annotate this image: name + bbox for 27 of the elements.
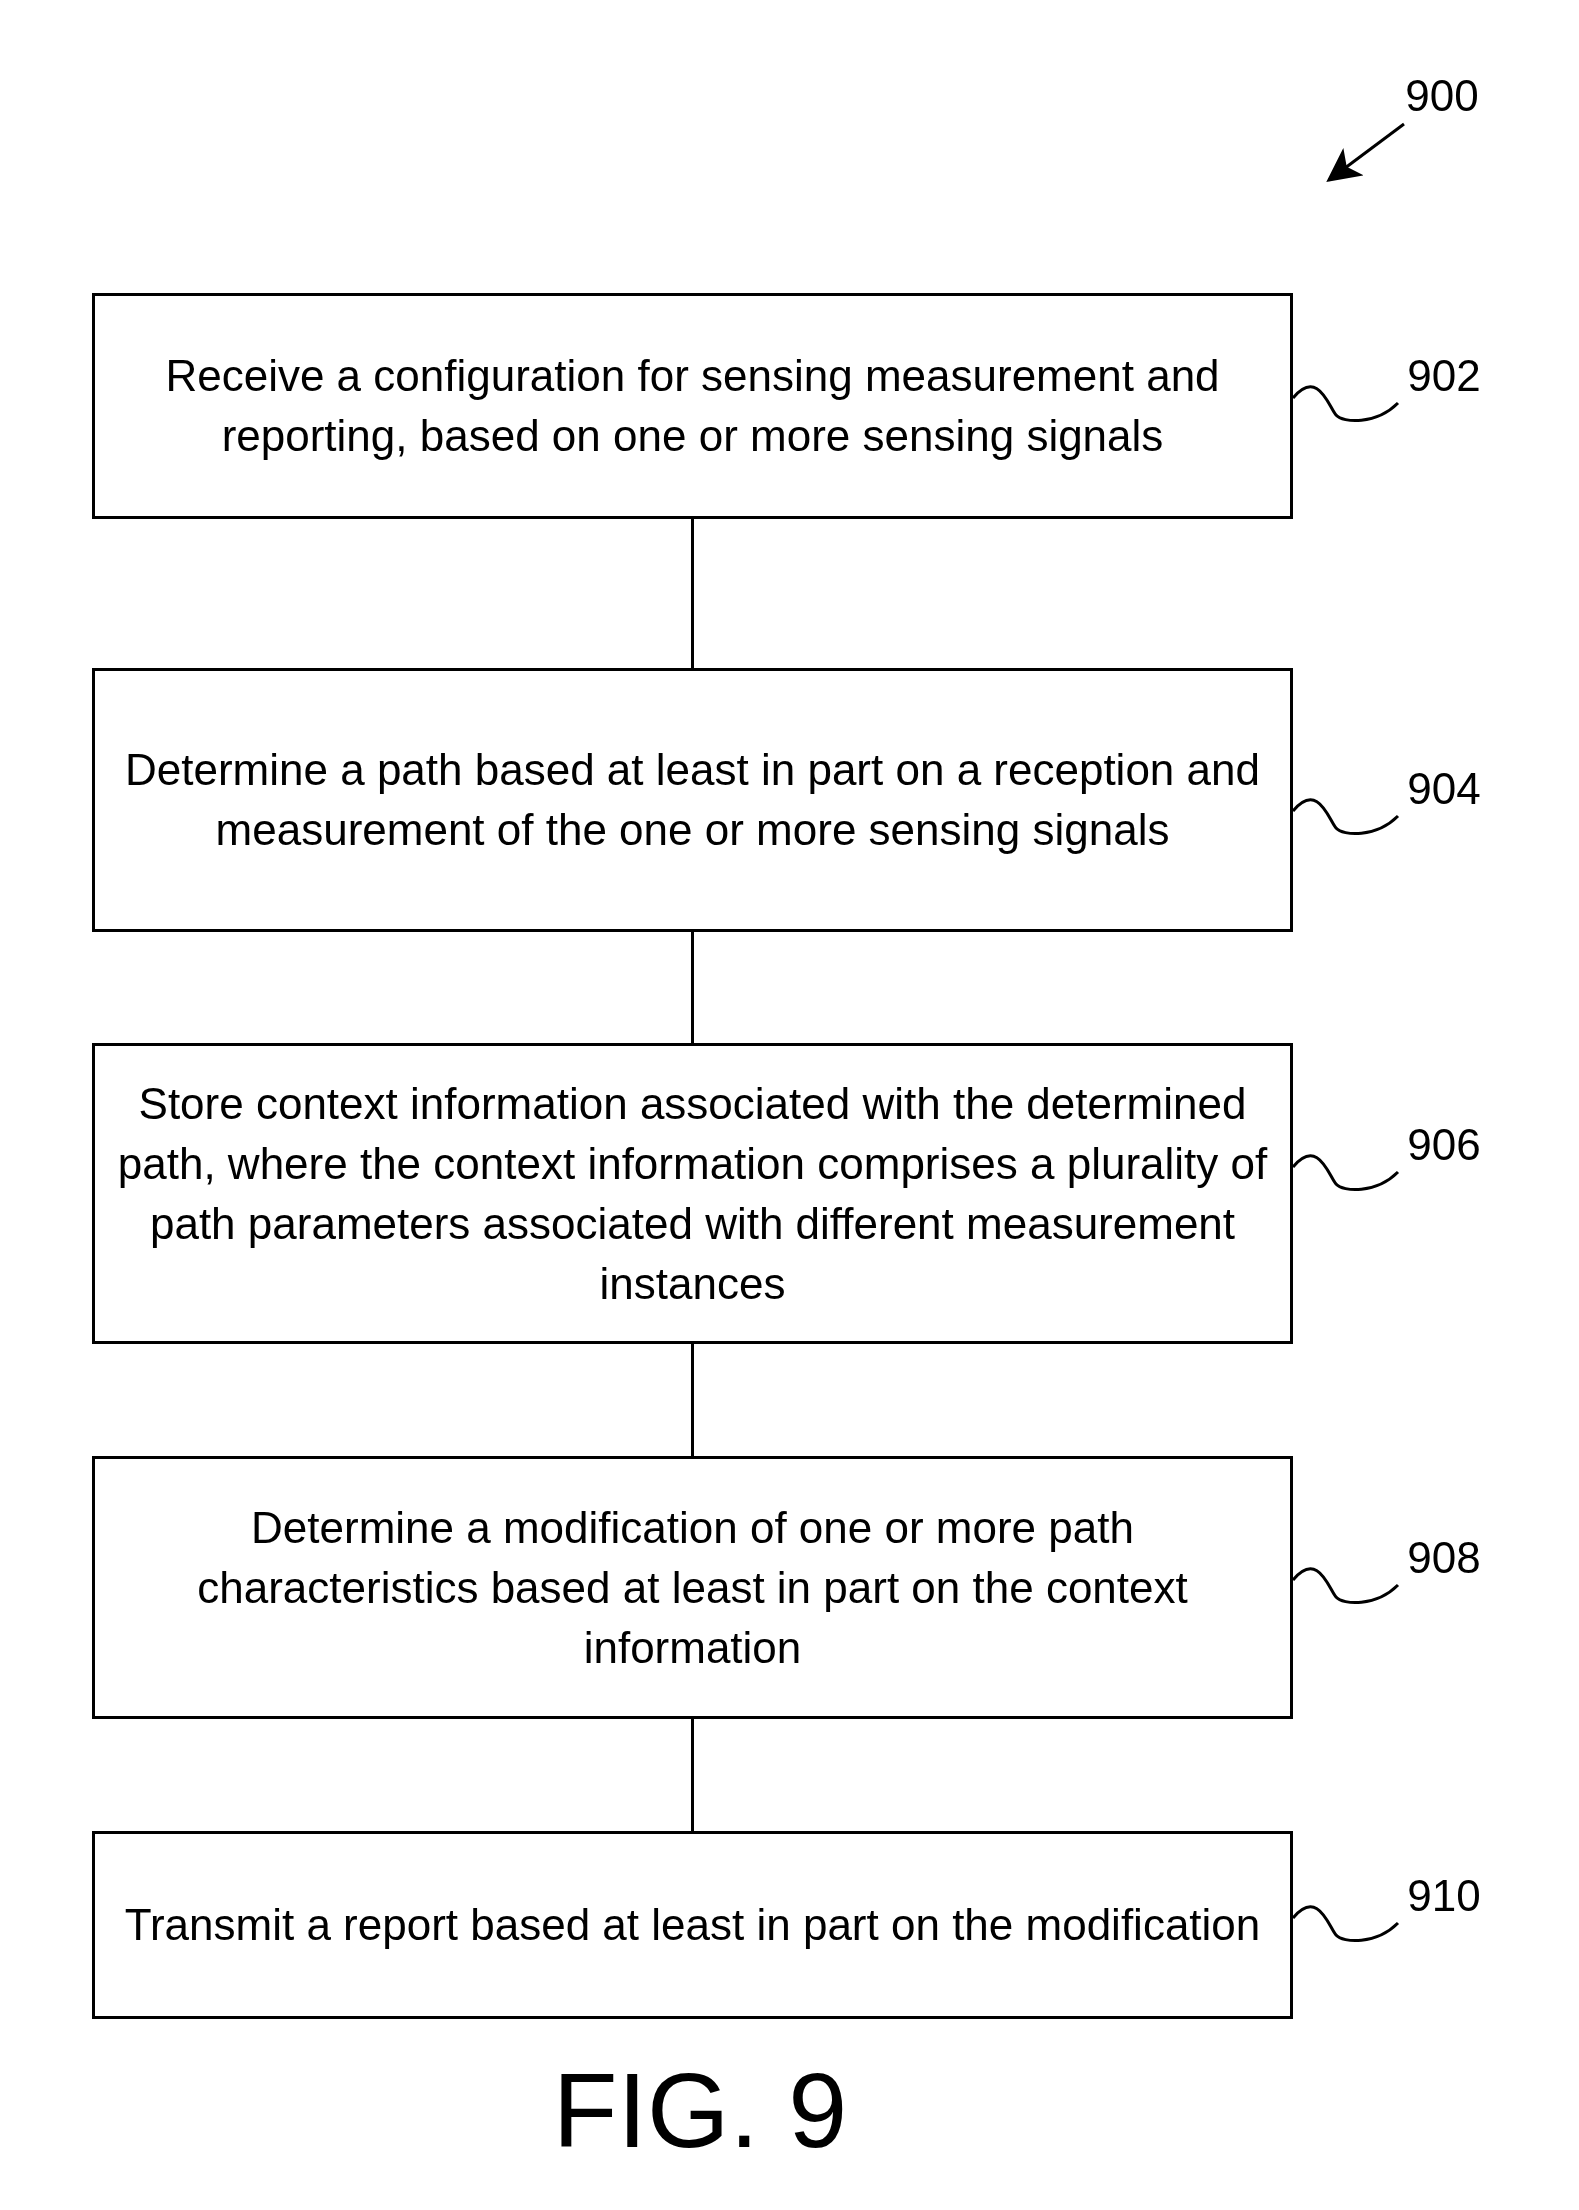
connector-line <box>691 1719 694 1831</box>
leader-line <box>1291 1905 1399 1943</box>
step-text: Determine a path based at least in part on a reception and measurement of the one or more sensing signals <box>124 744 1261 856</box>
connector-line <box>691 519 694 668</box>
figure-caption: FIG. 9 <box>551 2050 849 2170</box>
reference-number: 906 <box>1396 1120 1492 1170</box>
reference-number: 910 <box>1396 1871 1492 1921</box>
process-box <box>92 668 1293 932</box>
reference-number: 900 <box>1394 71 1490 121</box>
leader-line <box>1291 798 1399 836</box>
connector-line <box>691 1344 694 1456</box>
step-text: Store context information associated with the determined path, where the context information comprises a plurality of path parameters associated with different measurement instances <box>116 1077 1269 1310</box>
process-box <box>92 1831 1293 2019</box>
step-text: Determine a modification of one or more path characteristics based at least in part on the context information <box>196 1501 1189 1674</box>
leader-line <box>1291 385 1399 423</box>
leader-arrow <box>1326 122 1405 183</box>
process-box <box>92 293 1293 519</box>
process-box <box>92 1043 1293 1344</box>
step-text: Receive a configuration for sensing measurement and reporting, based on one or more sensing signals <box>164 350 1221 462</box>
reference-number: 908 <box>1396 1533 1492 1583</box>
process-box <box>92 1456 1293 1719</box>
step-text: Transmit a report based at least in part on the modification <box>124 1899 1261 1951</box>
leader-line <box>1291 1154 1399 1192</box>
connector-line <box>691 932 694 1043</box>
reference-number: 904 <box>1396 764 1492 814</box>
leader-line <box>1291 1567 1399 1605</box>
reference-number: 902 <box>1396 351 1492 401</box>
